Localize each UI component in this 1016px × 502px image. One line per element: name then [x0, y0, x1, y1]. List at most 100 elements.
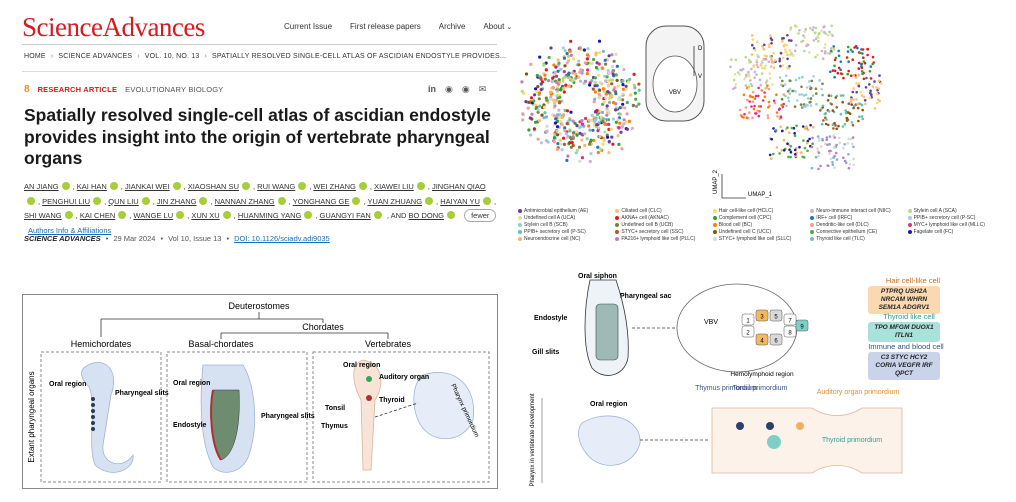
orcid-icon[interactable] — [482, 196, 491, 205]
orcid-icon[interactable] — [425, 196, 434, 205]
legend-item: Ciliated cell (CLC) — [615, 208, 709, 214]
author-link[interactable]: XUN XU — [191, 211, 220, 220]
author-link[interactable]: NANNAN ZHANG — [214, 196, 275, 206]
umap-point — [879, 82, 883, 85]
basal-slits-label: Pharyngeal slits — [261, 413, 315, 420]
author-last[interactable]: BO DONG — [408, 211, 444, 220]
fewer-authors-button[interactable]: fewer — [464, 209, 497, 222]
legend-swatch — [615, 230, 620, 234]
authors-affiliations-link[interactable]: Authors Info & Affiliations — [28, 225, 112, 235]
phylogeny-figure[interactable]: Deuterostomes Chordates Hemichordates Ba… — [22, 294, 498, 489]
orcid-icon[interactable] — [373, 211, 382, 219]
umap-point — [762, 48, 766, 51]
atlas-figure[interactable]: VBV D V UMAP_1 UMAP_2 — [512, 12, 1012, 264]
orcid-icon[interactable] — [298, 182, 307, 190]
umap-point — [822, 119, 825, 122]
tree-chordates-label: Chordates — [302, 322, 344, 332]
orcid-icon[interactable] — [277, 196, 286, 205]
author-link[interactable]: QUN LIU — [108, 196, 139, 206]
umap-point — [767, 43, 771, 46]
umap-point — [860, 103, 864, 107]
orcid-icon[interactable] — [61, 182, 70, 190]
author-link[interactable]: JIN ZHANG — [156, 196, 197, 206]
umap-point — [742, 116, 745, 119]
author-link[interactable]: XIAOSHAN SU — [187, 182, 239, 191]
breadcrumb-journal[interactable]: SCIENCE ADVANCES — [58, 53, 133, 60]
author-link[interactable]: JINGHAN QIAO — [431, 182, 486, 191]
author-link[interactable]: XIAWEI LIU — [374, 182, 414, 191]
citation-doi-link[interactable]: DOI: 10.1126/sciadv.adi9035 — [234, 234, 330, 243]
article-subject[interactable]: EVOLUTIONARY BIOLOGY — [125, 85, 224, 94]
author-link[interactable]: RUI WANG — [257, 182, 296, 191]
author-link[interactable]: YUAN ZHUANG — [367, 196, 423, 206]
umap-point — [736, 71, 740, 74]
orcid-icon[interactable] — [241, 182, 250, 190]
d-label: D — [698, 46, 703, 52]
orcid-icon[interactable] — [199, 196, 208, 205]
linkedin-icon[interactable]: in — [428, 84, 436, 94]
thyroid-heading: Thyroid like cell — [883, 312, 935, 321]
umap-point — [833, 136, 836, 139]
umap-point — [859, 62, 863, 66]
orcid-icon[interactable] — [64, 211, 73, 219]
nav-archive[interactable]: Archive — [438, 22, 466, 31]
umap-point — [837, 66, 841, 70]
spatial-point — [548, 97, 552, 101]
breadcrumb-issue[interactable]: VOL. 10, NO. 13 — [144, 53, 200, 60]
author-link[interactable]: AN JIANG — [24, 182, 59, 191]
spatial-point — [618, 106, 622, 110]
author-link[interactable]: PENGHUI LIU — [42, 196, 91, 206]
spatial-point — [561, 46, 565, 50]
spatial-point — [597, 39, 602, 43]
author-link[interactable]: KAI CHEN — [79, 211, 116, 220]
author-link[interactable]: HAIYAN YU — [440, 196, 480, 206]
orcid-icon[interactable] — [141, 196, 150, 205]
spatial-point — [540, 113, 544, 117]
spatial-point — [619, 130, 623, 134]
auditory-dot — [366, 376, 372, 382]
nav-first-release[interactable]: First release papers — [350, 22, 421, 31]
orcid-icon[interactable] — [304, 211, 313, 219]
umap-point — [751, 95, 755, 99]
author-link[interactable]: KAI HAN — [76, 182, 107, 191]
orcid-icon[interactable] — [416, 182, 425, 190]
wechat-icon[interactable]: ◉ — [461, 84, 470, 94]
endostyle-figure[interactable]: Oral siphon Pharyngeal sac Endostyle Gil… — [512, 268, 1012, 498]
orcid-icon[interactable] — [176, 211, 185, 219]
orcid-icon[interactable] — [172, 182, 181, 190]
journal-logo[interactable]: ScienceAdvances — [22, 12, 205, 42]
umap-point — [779, 64, 782, 68]
nav-about-label: About — [483, 22, 505, 31]
spatial-point — [585, 72, 589, 76]
author-link[interactable]: HUANMING YANG — [237, 211, 302, 220]
author-link[interactable]: WEI ZHANG — [313, 182, 356, 191]
orcid-icon[interactable] — [446, 211, 455, 219]
author-link[interactable]: YONGHANG GE — [292, 196, 350, 206]
nav-current-issue[interactable]: Current Issue — [284, 22, 333, 31]
orcid-icon[interactable] — [93, 196, 102, 205]
umap-point — [829, 94, 833, 98]
legend-swatch — [712, 223, 717, 227]
pharynx-shape — [711, 407, 903, 474]
orcid-icon[interactable] — [352, 196, 361, 205]
orcid-icon[interactable] — [222, 211, 231, 219]
umap-point — [837, 49, 840, 53]
spatial-point — [612, 59, 616, 63]
orcid-icon[interactable] — [27, 196, 35, 205]
author-link[interactable]: GUANGYI FAN — [319, 211, 371, 220]
author-link[interactable]: JIANKAI WEI — [124, 182, 170, 191]
breadcrumb-home[interactable]: HOME — [24, 53, 46, 60]
nav-about[interactable]: About⌄ — [483, 22, 512, 31]
orcid-icon[interactable] — [109, 182, 118, 190]
legend-label: Hair cell-like cell (HCLC) — [718, 208, 774, 214]
legend-item: Undefined cell A (UCA) — [518, 215, 612, 221]
orcid-icon[interactable] — [118, 211, 127, 219]
author-link[interactable]: WANGE LU — [133, 211, 174, 220]
umap-point — [847, 166, 851, 170]
author-link[interactable]: SHI WANG — [24, 211, 62, 220]
umap-point — [866, 53, 869, 57]
email-icon[interactable]: ✉ — [478, 84, 487, 94]
orcid-icon[interactable] — [358, 182, 367, 190]
reddit-icon[interactable]: ◉ — [445, 84, 453, 94]
legend-swatch — [615, 223, 620, 227]
